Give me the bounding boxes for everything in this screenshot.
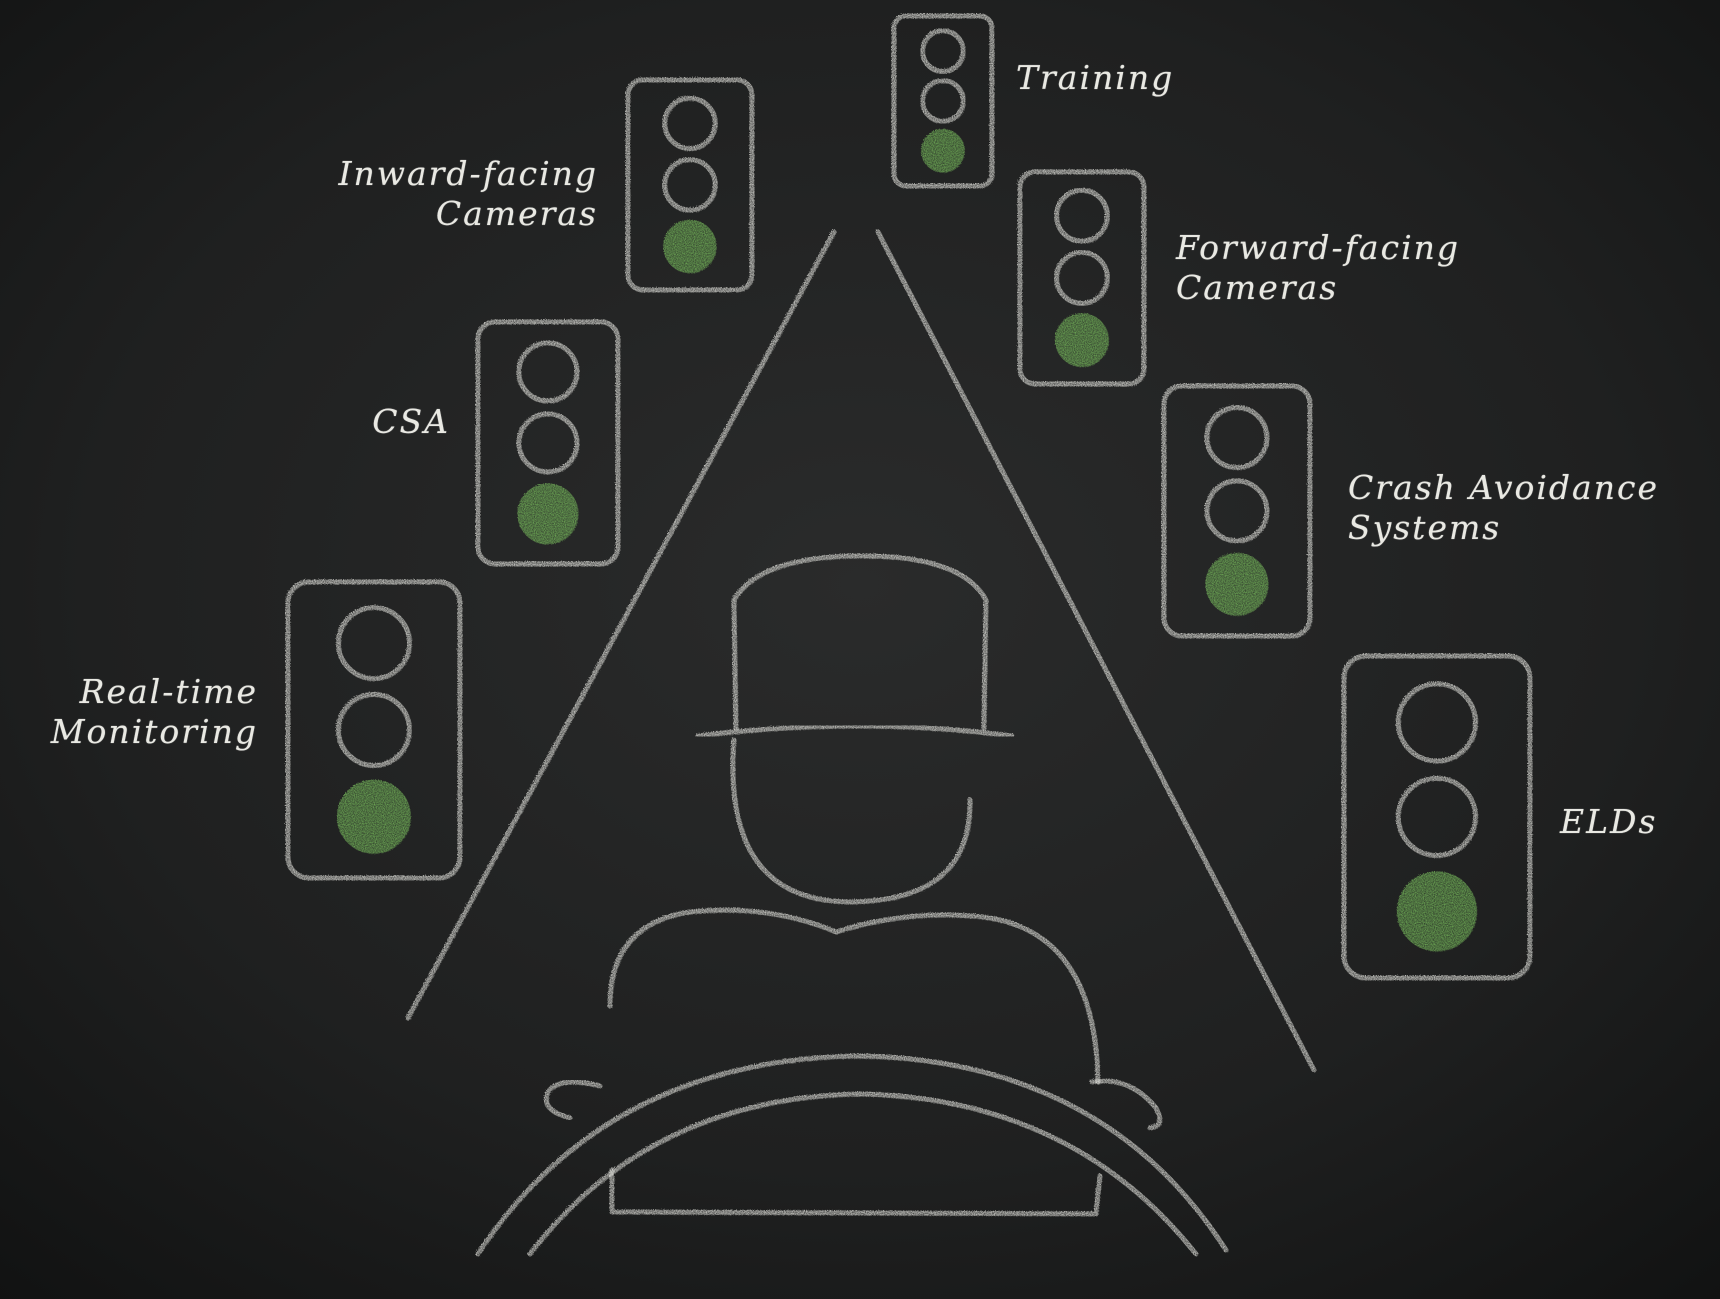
label-forward-facing-cameras: Forward-facing Cameras [1176, 228, 1460, 308]
label-crash-avoidance-systems: Crash Avoidance Systems [1348, 468, 1659, 548]
label-elds: ELDs [1560, 802, 1657, 842]
label-line: Systems [1348, 508, 1659, 548]
label-line: Crash Avoidance [1348, 468, 1659, 508]
label-training: Training [1016, 58, 1174, 98]
label-line: Cameras [1176, 268, 1460, 308]
traffic-light-green-lit [923, 130, 964, 171]
traffic-light-green-lit [519, 485, 577, 543]
label-line: Training [1016, 58, 1174, 98]
label-line: CSA [372, 402, 450, 442]
traffic-light-green-lit [1207, 554, 1267, 614]
label-line: Forward-facing [1176, 228, 1460, 268]
traffic-light-green-lit [665, 221, 715, 271]
traffic-light-green-lit [1398, 873, 1475, 950]
traffic-light-green-lit [1057, 315, 1108, 366]
label-line: Monitoring [51, 712, 258, 752]
label-inward-facing-cameras: Inward-facing Cameras [338, 154, 598, 234]
label-csa: CSA [372, 402, 450, 442]
label-line: Real-time [51, 672, 258, 712]
label-line: ELDs [1560, 802, 1657, 842]
label-line: Inward-facing [338, 154, 598, 194]
label-realtime-monitoring: Real-time Monitoring [51, 672, 258, 752]
traffic-light-green-lit [338, 781, 409, 852]
label-line: Cameras [338, 194, 598, 234]
